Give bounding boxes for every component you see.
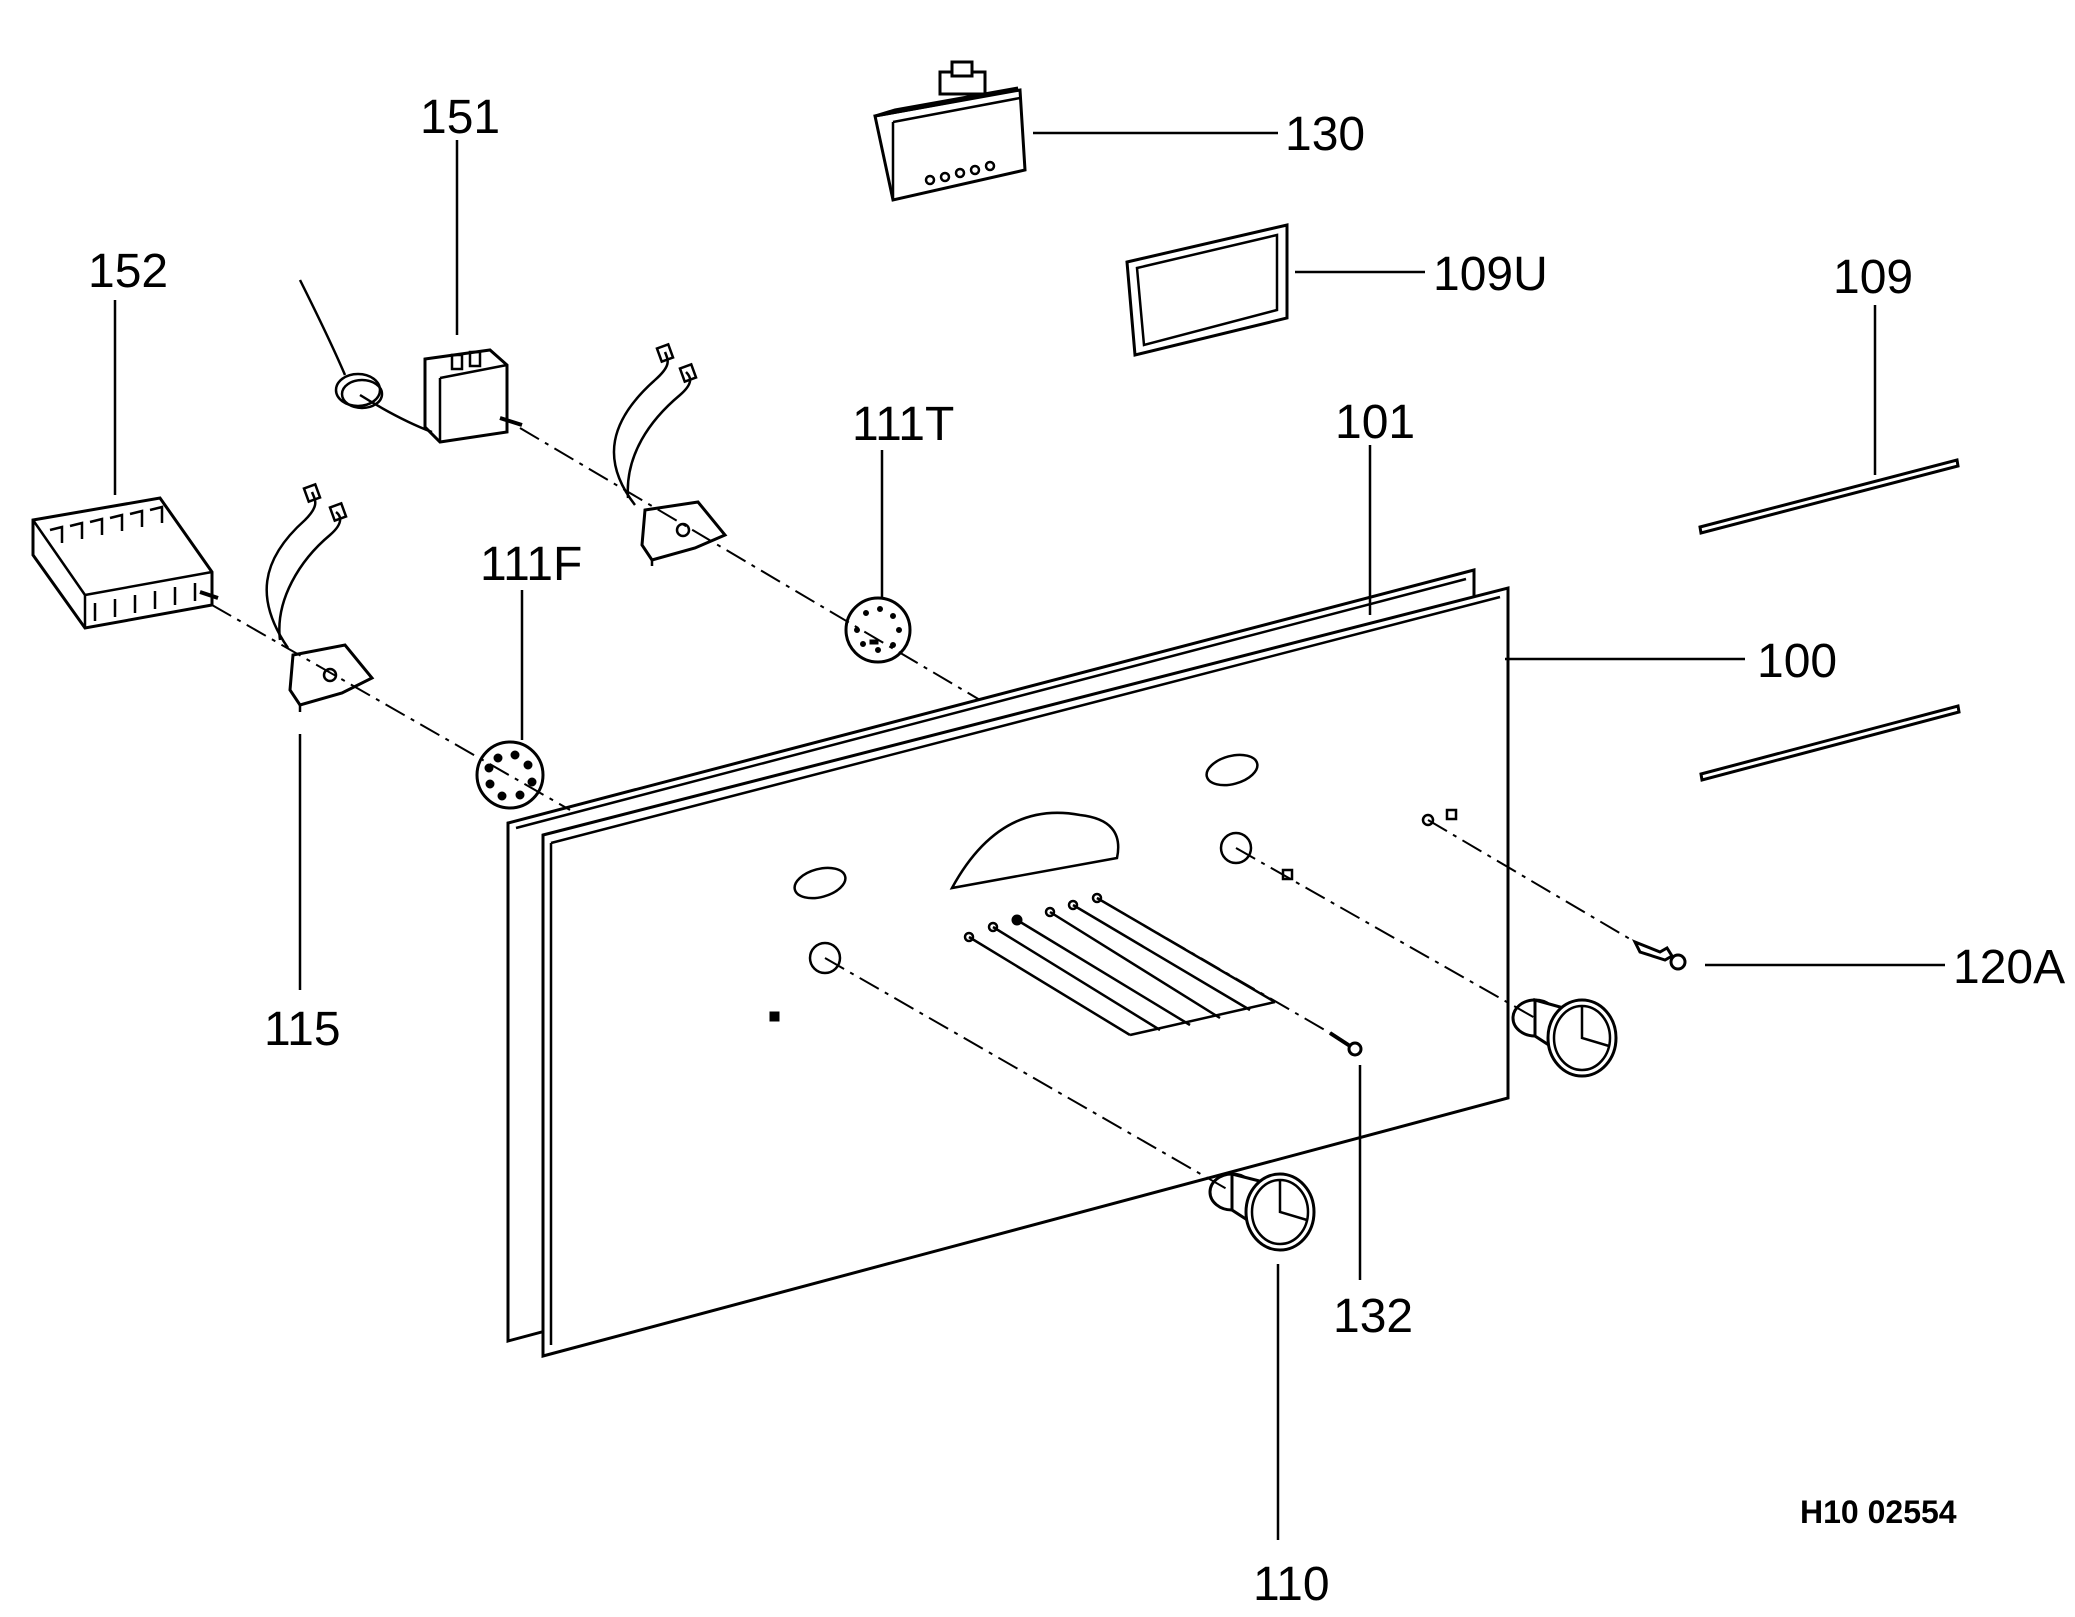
label-132: 132 xyxy=(1333,1290,1413,1343)
control-panel-front xyxy=(541,586,1510,1358)
thermostat xyxy=(298,279,523,444)
panel-knob-hole-right xyxy=(1219,831,1253,865)
label-111T: 111T xyxy=(852,398,954,451)
knob-rear xyxy=(1511,998,1618,1078)
screw-132 xyxy=(1328,1031,1363,1057)
callout-leaders xyxy=(113,131,1945,1540)
panel-screw-hole xyxy=(1421,813,1435,827)
label-100: 100 xyxy=(1757,635,1837,688)
dial-111T xyxy=(844,596,912,664)
label-115: 115 xyxy=(264,1003,341,1056)
indicator-lamp-leads xyxy=(968,896,1276,1037)
dial-111F xyxy=(475,740,545,810)
label-101: 101 xyxy=(1335,396,1415,449)
selector-switch xyxy=(31,496,219,630)
trim-strip-lower xyxy=(1699,704,1961,782)
callout-labels: 152 151 130 109U 109 111T 101 111F 100 1… xyxy=(88,91,2065,1611)
assembly-axis-lines xyxy=(211,427,1636,1193)
label-151: 151 xyxy=(420,91,500,144)
panel-knob-hole-left xyxy=(808,941,842,975)
label-130: 130 xyxy=(1285,108,1365,161)
knob-front xyxy=(1208,1172,1316,1252)
clip-pin-120A xyxy=(1631,939,1687,971)
label-152: 152 xyxy=(88,245,168,298)
panel-slot-right xyxy=(1205,753,1259,787)
trim-strip-upper xyxy=(1698,458,1960,535)
panel-marker xyxy=(769,1011,780,1022)
lamp-holder-lower xyxy=(265,482,375,712)
label-109U: 109U xyxy=(1433,248,1548,301)
indicator-lamp-holes xyxy=(963,892,1103,943)
panel-screw-slot xyxy=(1445,808,1458,821)
label-110: 110 xyxy=(1253,1558,1330,1611)
panel-display-window xyxy=(949,811,1120,890)
panel-slot-left xyxy=(793,866,847,900)
timer-module xyxy=(873,60,1027,202)
lamp-holder-upper xyxy=(612,342,728,566)
drawing-id: H10 02554 xyxy=(1800,1494,1957,1530)
label-120A: 120A xyxy=(1953,941,2065,994)
display-frame xyxy=(1125,223,1289,357)
label-109: 109 xyxy=(1833,251,1913,304)
label-111F: 111F xyxy=(480,538,582,591)
